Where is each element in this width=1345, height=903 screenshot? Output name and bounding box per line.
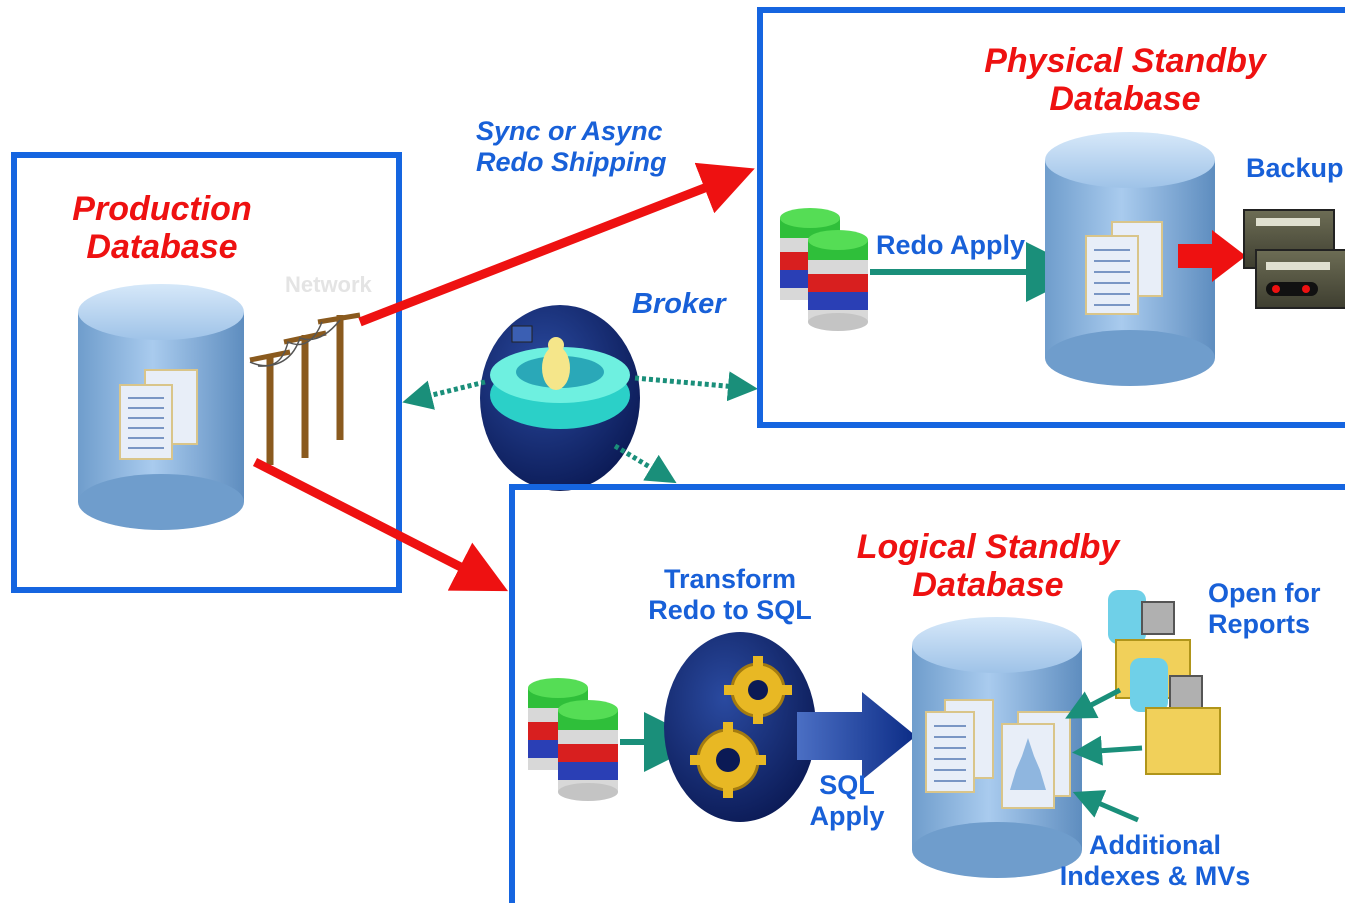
broker-arrow-production — [402, 379, 486, 410]
logical-standby-title: Logical Standby Database — [838, 530, 1138, 602]
network-poles-icon — [249, 312, 361, 465]
datafile-pages-icon — [925, 699, 994, 793]
transform-gears-icon — [664, 632, 816, 822]
logical-title-line1: Logical Standby — [856, 528, 1120, 566]
physical-standby-cylinder — [1045, 132, 1215, 386]
reports-arrow-upper — [1065, 687, 1122, 719]
backup-tape-icon — [1243, 209, 1345, 309]
production-title-line2: Database — [86, 228, 238, 266]
broker-arrow-logical — [613, 443, 677, 484]
sql-apply-line1: SQL — [819, 770, 875, 800]
indexes-line2: Indexes & MVs — [1059, 861, 1251, 891]
production-title: Production Database — [62, 192, 262, 264]
logical-title-line2: Database — [912, 566, 1064, 604]
physical-standby-title: Physical Standby Database — [965, 44, 1285, 116]
sql-apply-label: SQL Apply — [802, 772, 892, 830]
shipping-label: Sync or Async Redo Shipping — [476, 118, 666, 176]
datafile-pages-icon — [1085, 221, 1163, 315]
redo-logs-icon-physical — [780, 208, 868, 331]
sql-apply-arrow — [797, 692, 916, 780]
broker-label: Broker — [632, 288, 726, 320]
network-label: Network — [285, 272, 372, 297]
report-users-icon — [1108, 590, 1221, 775]
redo-apply-label: Redo Apply — [876, 230, 1026, 260]
redo-shipping-arrow-physical — [358, 162, 755, 327]
indexes-arrow — [1072, 790, 1139, 823]
backup-arrow — [1178, 230, 1246, 282]
open-for-reports-label: Open for Reports — [1208, 580, 1321, 638]
transform-label-line1: Transform — [663, 564, 797, 594]
production-database-cylinder — [78, 284, 244, 530]
transform-label-line2: Redo to SQL — [648, 595, 812, 625]
reports-line1: Open for — [1208, 578, 1321, 608]
reports-arrow-lower — [1072, 735, 1143, 766]
physical-title-line1: Physical Standby — [984, 42, 1266, 80]
redo-shipping-arrow-logical — [252, 457, 509, 592]
production-box — [11, 152, 402, 593]
index-pages-icon — [1001, 711, 1071, 809]
additional-indexes-label: Additional Indexes & MVs — [1050, 832, 1260, 890]
logical-standby-box — [509, 484, 1345, 903]
physical-title-line2: Database — [1049, 80, 1201, 118]
indexes-line1: Additional — [1089, 830, 1221, 860]
broker-arrow-physical — [634, 371, 758, 402]
broker-icon — [480, 305, 640, 491]
datafile-pages-icon — [119, 369, 198, 460]
production-title-line1: Production — [72, 190, 252, 228]
backup-label: Backup — [1246, 153, 1344, 183]
shipping-label-line2: Redo Shipping — [476, 147, 667, 177]
logical-standby-cylinder — [912, 617, 1082, 878]
transform-label: Transform Redo to SQL — [640, 566, 820, 624]
reports-line2: Reports — [1208, 609, 1311, 639]
redo-logs-icon-logical — [528, 678, 618, 801]
sql-apply-line2: Apply — [809, 801, 885, 831]
shipping-label-line1: Sync or Async — [476, 116, 663, 146]
physical-standby-box — [757, 7, 1345, 428]
